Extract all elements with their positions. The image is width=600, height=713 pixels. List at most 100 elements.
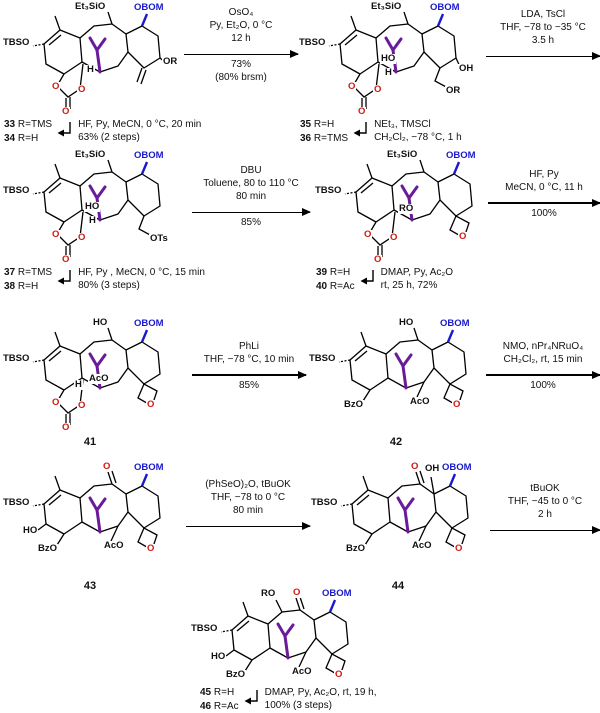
r-group: R=H (17, 132, 39, 144)
pointer-arrow (57, 270, 71, 285)
r-group: R=H (329, 267, 351, 278)
reagent-line: tBuOK (530, 483, 560, 494)
condition-line: DMAP, Py, Ac₂O, rt, 19 h, (264, 687, 377, 698)
atom-label: OBOM (445, 150, 477, 161)
atom-label: OH (424, 463, 441, 474)
atom-label: H (384, 67, 393, 78)
reagent-line: 2 h (538, 509, 552, 521)
atom-label: AcO (103, 540, 125, 551)
yield-line: 100% (530, 379, 556, 391)
r-group: R=Ac (329, 280, 355, 292)
atom-label: O (77, 232, 87, 243)
r-group: R=H (313, 119, 335, 130)
compound-number-42: 42 (389, 436, 403, 448)
atom-label: AcO (291, 666, 313, 677)
reaction-step-2: LDA, TsCl THF, −78 to −35 °C 3.5 h (486, 8, 600, 60)
atom-label: OBOM (439, 318, 471, 329)
condition-line: NEt₃, TMSCl (374, 119, 431, 130)
reaction-step-7: (PhSeO)₂O, tBuOK THF, −78 to 0 °C 80 min (186, 478, 310, 530)
structure-skeleton (219, 596, 350, 677)
structure-skeleton (337, 326, 468, 407)
compound-variants-33-34: 33 R=TMS 34 R=H HF, Py, MeCN, 0 °C, 20 m… (4, 118, 201, 145)
atom-label: HO (380, 53, 397, 64)
atom-label: H (74, 379, 83, 390)
atom-label: O (77, 84, 87, 95)
reagent-line: THF, −78 °C, 10 min (203, 354, 295, 366)
pointer-arrow (57, 122, 71, 137)
reagent-line: OsO₄ (228, 7, 254, 18)
compound-number: 33 (4, 119, 16, 130)
compound-names: 39 R=H 40 R=Ac (316, 266, 355, 293)
structure-skeleton (327, 10, 462, 111)
reaction-arrow (490, 529, 600, 532)
reagent-line: MeCN, 0 °C, 11 h (505, 182, 583, 194)
pointer-arrow (360, 270, 374, 285)
r-group: R=H (17, 280, 39, 292)
side-conditions: NEt₃, TMSCl CH₂Cl₂, −78 °C, 1 h (374, 118, 462, 144)
reagent-line: (PhSeO)₂O, tBuOK (205, 479, 291, 490)
atom-label: O (458, 231, 468, 242)
atom-label: RO (398, 203, 415, 214)
compound-label: 40 R=Ac (316, 280, 355, 294)
compound-number: 35 (300, 119, 312, 130)
compound-number: 34 (4, 132, 16, 144)
reagent-line: 12 h (231, 33, 251, 45)
atom-label: AcO (409, 396, 431, 407)
atom-label: Et₃SiO (74, 149, 107, 160)
atom-label: AcO (411, 540, 433, 551)
yield-line: 85% (240, 217, 261, 229)
structure-skeleton (31, 158, 162, 259)
atom-label: OBOM (429, 2, 461, 13)
compound-number: 38 (4, 280, 16, 292)
compound-number-44: 44 (391, 580, 405, 592)
atom-label: O (146, 543, 156, 554)
atom-label: O (373, 254, 383, 265)
atom-label: TBSO (308, 353, 337, 364)
reagent-line: Py, Et₂O, 0 °C (209, 20, 273, 32)
atom-label: O (357, 106, 367, 117)
atom-label: Et₃SiO (74, 1, 107, 12)
reaction-step-8: tBuOK THF, −45 to 0 °C 2 h (490, 482, 600, 534)
atom-label: O (61, 106, 71, 117)
reaction-arrow (192, 211, 310, 214)
condition-line: 80% (3 steps) (78, 280, 140, 292)
atom-label: OTs (149, 233, 169, 244)
atom-label: OH (458, 63, 475, 74)
compound-number: 39 (316, 267, 328, 278)
reagent-line: NMO, nPr₄NRuO₄ (502, 341, 584, 352)
atom-label: RO (260, 588, 277, 599)
compound-number: 36 (300, 132, 312, 144)
compound-variants-37-38: 37 R=TMS 38 R=H HF, Py , MeCN, 0 °C, 15 … (4, 266, 205, 293)
condition-line: rt, 25 h, 72% (380, 280, 438, 292)
atom-label: HO (22, 525, 39, 536)
structure-skeleton (339, 470, 470, 551)
condition-line: CH₂Cl₂, −78 °C, 1 h (374, 132, 462, 144)
reaction-arrow (486, 55, 600, 58)
yield-line: 100% (531, 207, 557, 219)
atom-label: O (410, 461, 420, 472)
reagent-line: 3.5 h (531, 35, 555, 47)
compound-label: 35 R=H (300, 118, 348, 132)
condition-line: DMAP, Py, Ac₂O (380, 267, 454, 278)
condition-line: HF, Py, MeCN, 0 °C, 20 min (78, 119, 202, 130)
atom-label: TBSO (2, 497, 31, 508)
reagent-line: 80 min (235, 191, 266, 203)
compound-number-43: 43 (83, 580, 97, 592)
atom-label: O (347, 81, 357, 92)
atom-label: BzO (225, 669, 246, 680)
atom-label: O (77, 400, 87, 411)
atom-label: BzO (37, 543, 58, 554)
compound-number-41: 41 (83, 436, 97, 448)
atom-label: OBOM (321, 588, 353, 599)
atom-label: O (51, 229, 61, 240)
compound-number: 46 (200, 700, 212, 712)
atom-label: OBOM (441, 462, 473, 473)
reagent-line: HF, Py (529, 169, 559, 180)
atom-label: OR (162, 56, 179, 67)
